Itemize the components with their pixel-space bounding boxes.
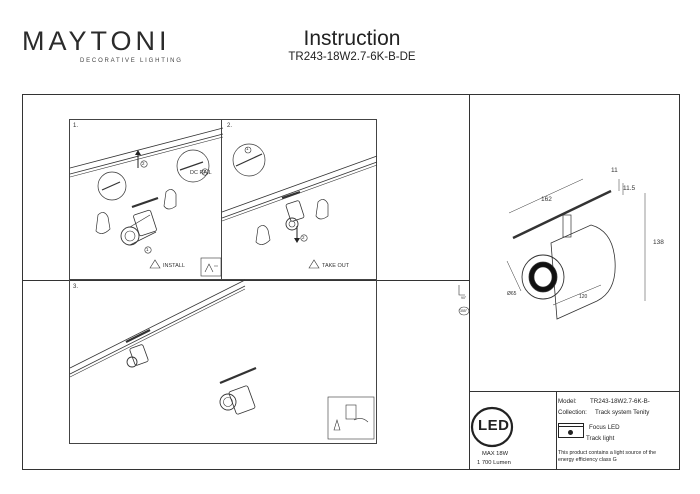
dim-diameter: Ø65 (507, 291, 517, 297)
step-2-callout-2: 2 (302, 235, 305, 240)
step-1-number: 1. (73, 123, 79, 129)
step-2-callout-1: 1 (246, 146, 249, 151)
brand-logo: MAYTONI DECORATIVE LIGHTING (22, 26, 183, 65)
dim-side: 11.5 (623, 185, 636, 192)
step-3-number: 3. (73, 284, 79, 290)
energy-note-1: This product contains a light source of … (558, 450, 657, 456)
page-title: Instruction (303, 27, 401, 50)
frame-divider-left (23, 280, 469, 281)
step-3-panel: 3. (69, 279, 377, 444)
collection-value: Track system Tenity (595, 409, 650, 416)
collection-label: Collection: (558, 409, 587, 416)
step-1-callout-1: 1 (146, 247, 149, 252)
dc-rail-label: DC RAIL (190, 170, 212, 176)
product-type-2: Track light (586, 435, 615, 442)
power-rating: MAX 18W (482, 451, 509, 457)
step-1-panel: 1. (69, 119, 224, 280)
dim-height: 138 (653, 239, 664, 246)
instruction-frame: 1. (22, 94, 680, 470)
frame-divider-right (469, 391, 679, 392)
step-1-callout-2: 2 (142, 161, 145, 166)
dim-length: 120 (579, 294, 588, 300)
lumen-rating: 1 700 Lumen (477, 460, 511, 466)
step-2-panel: 2. 1 2 TAKE OUT (221, 119, 378, 280)
energy-note-2: energy efficiency class G (558, 457, 617, 463)
brand-tagline: DECORATIVE LIGHTING (80, 58, 183, 64)
model-label: Model: (558, 398, 577, 405)
step-2-number: 2. (227, 123, 233, 129)
install-label: INSTALL (163, 263, 185, 269)
turn-angle: 355° (460, 309, 468, 313)
tilt-angle: 90° (461, 296, 467, 300)
dim-top: 11 (611, 167, 618, 174)
product-type-icon (558, 423, 584, 438)
step-1-callout-3: 3 (203, 169, 206, 174)
dim-width: 162 (541, 196, 552, 203)
model-number: TR243-18W2.7-6K-B-DE (288, 51, 416, 64)
led-label: LED (478, 417, 510, 434)
take-out-label: TAKE OUT (322, 263, 350, 269)
step-2-illustration (221, 143, 378, 269)
frame-divider-spec (556, 391, 557, 469)
dimension-drawing (458, 178, 646, 320)
brand-name: MAYTONI (22, 26, 171, 56)
step-3-illustration (69, 279, 375, 440)
product-type-1: Focus LED (589, 424, 620, 431)
frame-divider-vertical (469, 95, 470, 469)
document-header: Instruction TR243-18W2.7-6K-B-DE (252, 27, 452, 63)
model-value: TR243-18W2.7-6K-B- (590, 398, 650, 405)
step-1-illustration (69, 127, 224, 277)
